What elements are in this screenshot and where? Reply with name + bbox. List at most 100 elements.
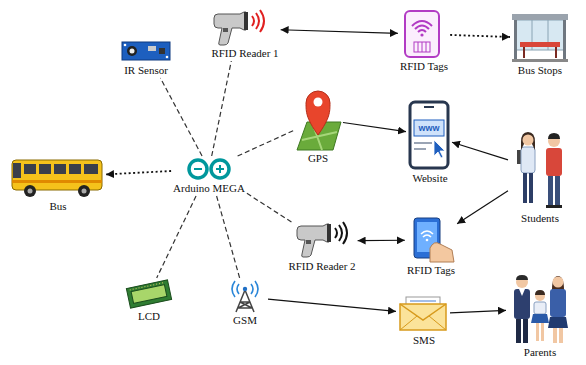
arduino-logo [194,165,224,173]
students-icon [529,173,533,203]
dashed-connector [212,61,232,156]
dashed-connector [217,196,241,280]
bus-icon [78,185,90,197]
rfid-reader-icon [306,240,311,244]
parents-icon [550,289,566,317]
students-icon [546,148,562,176]
sms-envelope-icon [400,304,446,320]
bus-icon [69,164,81,174]
gps-icon [306,91,330,135]
gps-icon [297,91,341,150]
bus-stop-icon [512,14,568,62]
students-icon [548,133,560,139]
rfid-tag-node: RFID Tags [405,216,457,278]
rfid-reader-icon [260,10,264,32]
phone-website-icon [410,102,448,168]
ir-sensor-icon [148,46,156,51]
parents-icon [519,289,525,296]
bus-icon [12,160,102,190]
rfid-reader-icon [339,225,342,241]
phone-tag-icon [423,235,431,237]
sms-envelope-icon [400,297,446,330]
gsm-tower-icon [237,284,239,294]
parents-icon [516,276,528,288]
students-icon [523,135,534,146]
rfid-reader-node: RFID Reader 2 [286,222,357,274]
bus-node: Bus [8,154,106,214]
gsm-tower-icon [232,281,235,297]
parents-icon [536,323,539,341]
node-label: GPS [308,152,328,165]
gsm-node: GSM [222,280,268,328]
gps-icon [314,98,323,107]
rfid-reader-icon [297,222,347,257]
bus-icon [13,163,21,178]
rfid-tag-icon [414,42,430,52]
parents-icon [514,289,530,319]
sms-node: SMS [396,294,450,348]
rfid-tag-icon [420,33,423,36]
rfid-reader-icon [343,222,347,244]
bus-icon [12,160,102,197]
arrow-connector [343,122,406,131]
lcd-icon [131,285,167,304]
parents-icon [534,302,546,314]
dotted-connector [450,35,510,37]
phone-tag-icon [426,239,429,242]
rfid-tag-icon [418,30,426,32]
node-label: GSM [233,314,257,327]
node-label: SMS [413,334,435,347]
rfid-reader-icon [214,10,264,45]
ir-sensor-icon [130,49,135,54]
rfid-reader-icon [256,13,259,29]
rfid-reader-icon [252,16,254,26]
bus-icon [82,189,87,194]
lcd-node: LCD [124,278,174,324]
students-node: Students [508,128,572,226]
screen-text: www [414,121,444,135]
ir-sensor-node: IR Sensor [118,38,174,78]
arrow-connector [457,191,508,224]
rfid-tag-icon [415,26,429,30]
parents-icon [535,290,545,295]
parents-icon [531,314,549,323]
bus-stop-node: Bus Stops [510,12,570,78]
gps-node: GPS [295,86,343,166]
sms-envelope-icon [400,304,446,330]
ir-sensor-icon [166,56,169,59]
bus-icon [24,164,36,174]
bus-icon [54,164,66,174]
parents-icon [559,328,563,343]
rfid-reader-icon [335,228,337,238]
students-icon [521,147,535,173]
dashed-connector [157,196,196,278]
students-icon [521,132,535,150]
node-label: LCD [138,310,160,323]
parents-node: Parents [506,272,574,360]
phone-tag-icon [414,218,454,262]
lcd-icon [126,280,171,308]
bus-stop-icon [563,20,566,60]
parents-icon [516,275,528,280]
arrow-connector [358,240,405,242]
node-label: Students [521,212,559,225]
node-label: Website [412,172,447,185]
ir-sensor-icon [159,48,165,54]
rfid-reader-icon [214,12,246,45]
students-icon [555,176,560,206]
arrow-connector [281,30,398,34]
sms-envelope-icon [400,316,446,330]
arrow-connector [268,299,396,311]
bus-stop-icon [516,20,564,50]
ir-sensor-icon [124,44,127,47]
students-icon [517,132,562,208]
node-label: RFID Tags [407,264,455,277]
bus-icon [12,180,102,183]
parents-icon [523,319,528,343]
controller-node: Arduino MEGA [171,156,247,196]
arrow-connector [450,310,506,312]
bus-icon [28,189,33,194]
students-icon [548,176,553,206]
bus-stop-icon [512,14,568,20]
